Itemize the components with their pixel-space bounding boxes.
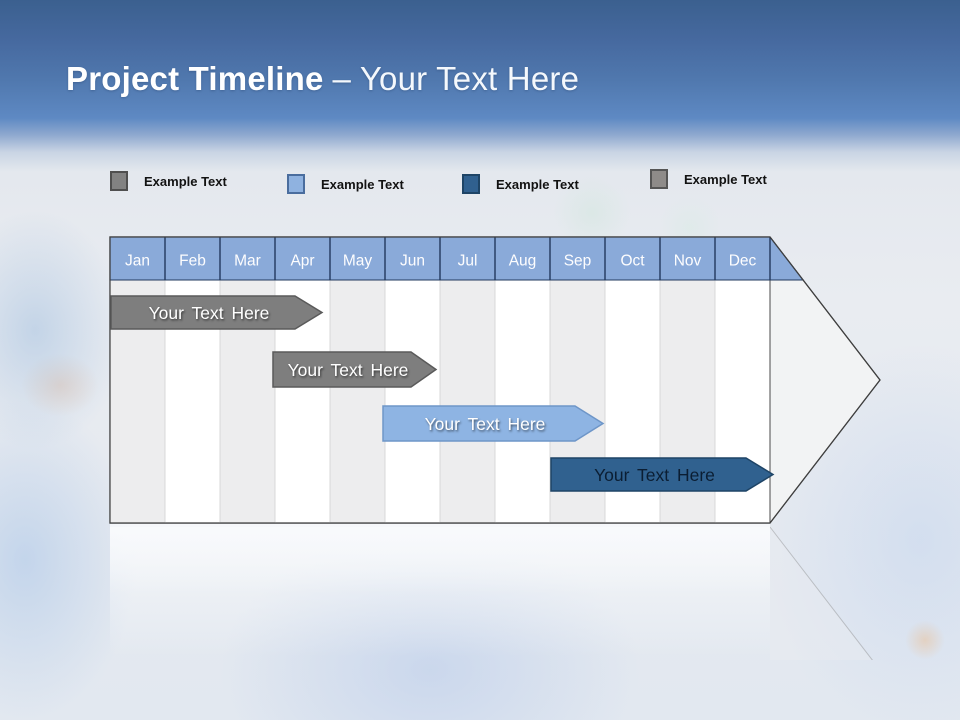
legend-item-1[interactable]: Example Text <box>110 170 227 192</box>
legend-swatch-icon <box>287 174 305 194</box>
title-secondary: – Your Text Here <box>332 60 580 97</box>
legend-item-2[interactable]: Example Text <box>287 173 404 195</box>
legend-label: Example Text <box>684 171 767 187</box>
task-bar-2[interactable] <box>272 351 438 388</box>
task-bar-1[interactable] <box>110 295 324 330</box>
legend-label: Example Text <box>496 176 579 192</box>
month-label: Apr <box>290 253 314 270</box>
legend-swatch-icon <box>110 171 128 191</box>
task-bar-4[interactable] <box>550 457 775 492</box>
month-label: Mar <box>234 253 261 270</box>
legend-swatch-icon <box>462 174 480 194</box>
legend-item-4[interactable]: Example Text <box>650 168 767 190</box>
task-bar-label: Your Text Here <box>288 360 409 380</box>
month-column <box>440 280 495 523</box>
legend-label: Example Text <box>321 176 404 192</box>
month-label: Jan <box>125 253 150 270</box>
arrow-reflection <box>110 526 873 660</box>
month-label: Sep <box>564 253 592 270</box>
month-label: Feb <box>179 253 206 270</box>
timeline-arrow-outline <box>109 236 881 524</box>
month-label: Dec <box>729 253 757 270</box>
task-bar-3[interactable] <box>382 405 605 442</box>
legend-swatch-icon <box>650 169 668 189</box>
task-bar-label: Your Text Here <box>594 465 715 485</box>
legend-item-3[interactable]: Example Text <box>462 173 579 195</box>
timeline-chart: Jan Feb Mar Apr May Jun Jul Aug Sep Oct Nov DecYour… <box>109 236 881 660</box>
month-label: Nov <box>674 253 702 270</box>
task-bar-label: Your Text Here <box>149 303 270 323</box>
slide-title[interactable]: Project Timeline– Your Text Here <box>66 60 579 98</box>
month-column <box>385 280 440 523</box>
legend-label: Example Text <box>144 173 227 189</box>
task-bar-label: Your Text Here <box>425 414 546 434</box>
month-label: Jun <box>400 253 425 270</box>
month-column <box>330 280 385 523</box>
month-label: Aug <box>509 253 537 270</box>
month-label: Jul <box>458 253 478 270</box>
title-primary: Project Timeline <box>66 60 324 97</box>
month-column <box>495 280 550 523</box>
month-label: Oct <box>620 253 645 270</box>
month-label: May <box>343 253 373 270</box>
